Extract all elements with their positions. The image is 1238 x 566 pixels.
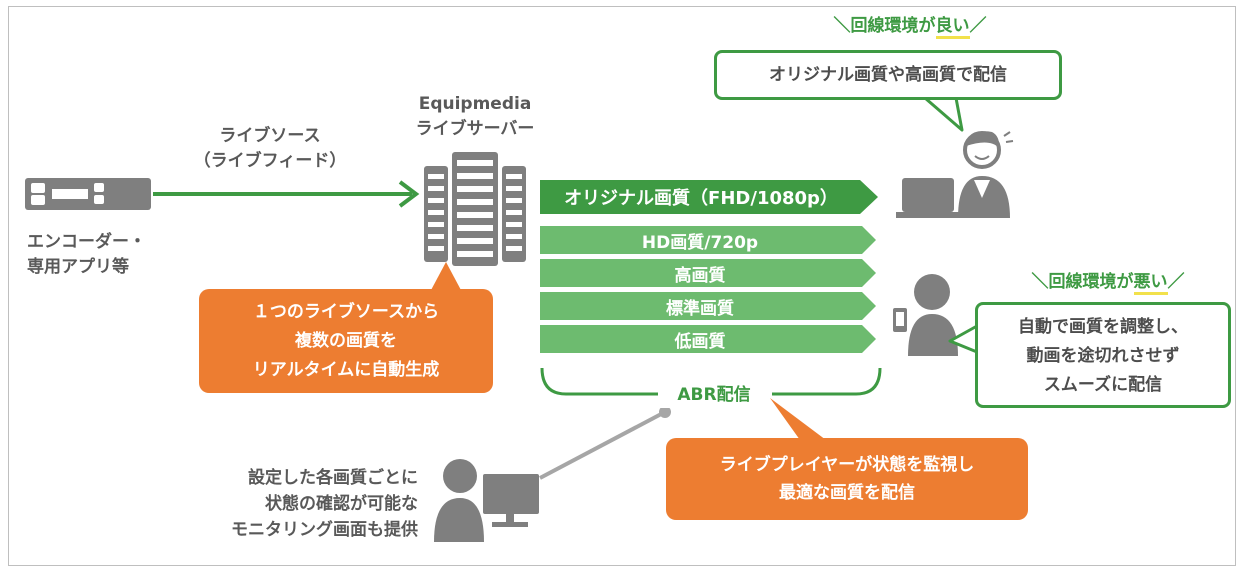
quality-bar-high: 高画質 xyxy=(540,259,876,287)
monitoring-note: 設定した各画質ごとに 状態の確認が可能な モニタリング画面も提供 xyxy=(180,465,418,543)
quality-bar-standard: 標準画質 xyxy=(540,292,876,320)
good-callout-text: オリジナル画質や高画質で配信 xyxy=(769,65,1007,85)
person-laptop-icon xyxy=(896,131,1014,218)
encoder-label-line2: 専用アプリ等 xyxy=(27,257,129,277)
live-source-line2: （ライブフィード） xyxy=(193,151,347,171)
encoder-label: エンコーダー・ 専用アプリ等 xyxy=(27,230,146,280)
quality-bar-label: 高画質 xyxy=(674,265,726,286)
abr-brace xyxy=(540,367,882,396)
quality-bar-label: HD画質/720p xyxy=(641,232,759,253)
person-monitor-icon xyxy=(434,459,539,542)
quality-bar-label: オリジナル画質（FHD/1080p） xyxy=(564,188,838,209)
server-note-line3: リアルタイムに自動生成 xyxy=(252,360,440,380)
good-heading-emphasis: 良い xyxy=(935,16,970,39)
server-note-line1: １つのライブソースから xyxy=(252,302,440,322)
bad-heading-suffix: ／ xyxy=(1167,272,1185,292)
server-label: Equipmedia ライブサーバー xyxy=(380,92,570,142)
good-callout-tail xyxy=(923,96,964,132)
bad-heading-prefix: ＼回線環境が xyxy=(1031,272,1134,292)
monitoring-line1: 設定した各画質ごとに xyxy=(248,468,418,488)
good-heading-suffix: ／ xyxy=(969,16,987,36)
live-source-label: ライブソース （ライブフィード） xyxy=(150,124,390,174)
server-label-line1: Equipmedia xyxy=(418,94,532,114)
good-connection-heading: ＼回線環境が良い／ xyxy=(760,13,1060,39)
player-note-line1: ライブプレイヤーが状態を監視し xyxy=(719,455,975,475)
quality-bar-label: 標準画質 xyxy=(666,298,734,319)
player-note-line2: 最適な画質を配信 xyxy=(779,483,915,503)
monitoring-line3: モニタリング画面も提供 xyxy=(231,520,418,540)
live-source-line1: ライブソース xyxy=(219,126,321,146)
encoder-device-icon xyxy=(25,178,151,210)
player-note-callout: ライブプレイヤーが状態を監視し 最適な画質を配信 xyxy=(666,438,1028,520)
server-note-line2: 複数の画質を xyxy=(295,331,397,351)
quality-bar-label: 低画質 xyxy=(674,331,726,352)
server-note-callout: １つのライブソースから 複数の画質を リアルタイムに自動生成 xyxy=(199,289,493,393)
bad-callout-line1: 自動で画質を調整し、 xyxy=(1018,317,1188,337)
encoder-label-line1: エンコーダー・ xyxy=(27,232,146,252)
abr-label: ABR配信 xyxy=(658,382,770,408)
quality-bar-hd: HD画質/720p xyxy=(540,226,876,254)
person-smartphone-icon xyxy=(893,274,958,356)
live-feed-arrow xyxy=(153,180,420,208)
bad-heading-emphasis: 悪い xyxy=(1133,272,1168,295)
server-icon xyxy=(424,152,526,266)
server-label-line2: ライブサーバー xyxy=(415,119,535,139)
monitor-connector-line xyxy=(539,410,666,480)
quality-bar-original: オリジナル画質（FHD/1080p） xyxy=(540,180,878,214)
bad-callout-line2: 動画を途切れさせず xyxy=(1026,346,1180,366)
bad-connection-heading: ＼回線環境が悪い／ xyxy=(988,269,1228,295)
bad-connection-callout: 自動で画質を調整し、 動画を途切れさせず スムーズに配信 xyxy=(975,302,1231,408)
player-note-tail xyxy=(770,398,826,440)
quality-bar-shapes xyxy=(540,180,878,353)
monitoring-line2: 状態の確認が可能な xyxy=(265,494,418,514)
bad-callout-line3: スムーズに配信 xyxy=(1043,375,1163,395)
quality-bar-low: 低画質 xyxy=(540,325,876,353)
server-note-tail xyxy=(430,262,462,292)
good-connection-callout: オリジナル画質や高画質で配信 xyxy=(714,50,1062,100)
good-heading-prefix: ＼回線環境が xyxy=(833,16,936,36)
